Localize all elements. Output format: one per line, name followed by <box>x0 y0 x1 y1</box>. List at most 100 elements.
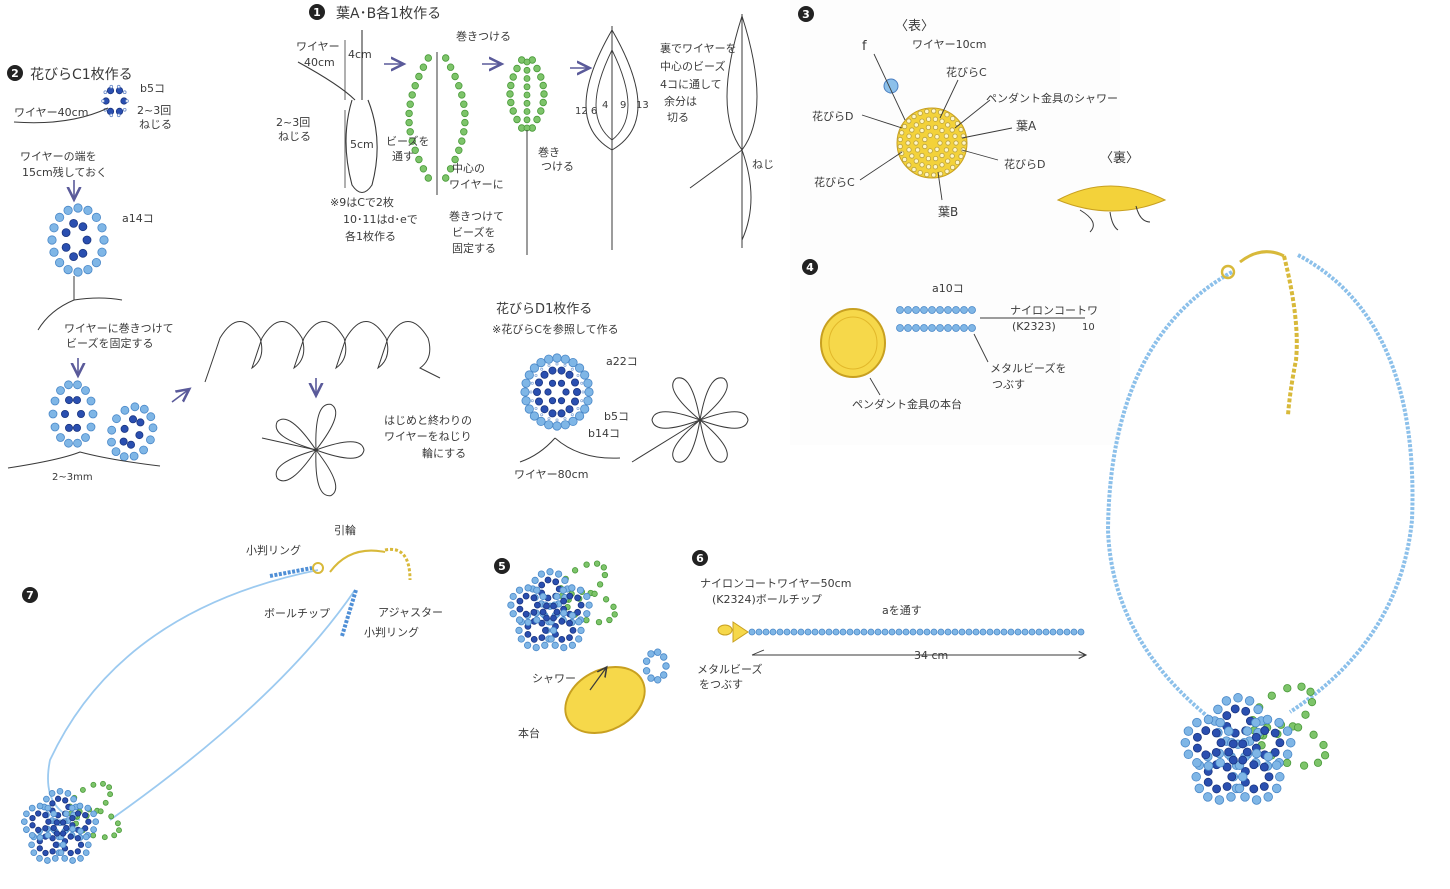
shower-hole <box>937 140 943 146</box>
shower-hole <box>925 164 932 170</box>
petal-bead <box>568 584 576 592</box>
bead <box>86 422 96 432</box>
bead <box>647 674 655 682</box>
shower-hole <box>924 108 930 115</box>
label-back-5: 切る <box>667 111 689 124</box>
label-center-1: 中心の <box>452 162 485 175</box>
lobster-clasp <box>329 549 386 573</box>
flower-pendant-big <box>1180 682 1330 805</box>
bead <box>107 425 117 435</box>
petal-center-bead <box>1211 747 1221 757</box>
bead <box>64 380 73 390</box>
petal-center-bead <box>1222 762 1232 772</box>
petal-center-bead <box>566 592 574 600</box>
bead <box>145 435 155 445</box>
leaf-bead <box>611 611 618 618</box>
petal-bead <box>20 818 28 826</box>
bead <box>912 324 920 332</box>
necklace-right-strand <box>1288 253 1415 714</box>
petal-center-bead <box>1259 782 1269 791</box>
label-b5-d: b5コ <box>604 410 629 423</box>
label-metal-1: メタルビーズを <box>990 361 1066 375</box>
bead <box>446 165 455 173</box>
petal-bead <box>1263 751 1273 762</box>
bead-hole <box>540 367 544 371</box>
shower-hole <box>906 147 912 153</box>
bead <box>916 628 924 636</box>
petal-bead <box>23 810 30 818</box>
petal-bead <box>84 841 92 849</box>
petal-d-section: 花びらD1枚作る ※花びらCを参照して作る a22コ b5コ b14コ ワイヤー… <box>492 301 749 481</box>
shower-hole <box>953 140 959 146</box>
petal-d-note: ※花びらCを参照して作る <box>492 322 619 336</box>
leaf-bead <box>111 832 118 839</box>
shower-hole <box>925 124 932 131</box>
petal-center-bead <box>552 578 560 586</box>
step-2-title: 花びらC1枚作る <box>30 67 133 83</box>
bead <box>986 628 994 636</box>
petal-center-bead <box>1211 728 1221 738</box>
petal-bead <box>36 855 43 862</box>
shower-hole <box>901 156 908 163</box>
shower-hole <box>927 132 933 138</box>
petal-bead <box>30 849 38 857</box>
bead <box>936 324 944 332</box>
bead <box>513 64 521 73</box>
bead-hole <box>547 417 551 421</box>
ring-left <box>1220 264 1236 280</box>
bead <box>50 396 60 406</box>
petal-center-bead <box>1270 728 1280 738</box>
petal-center-bead <box>558 636 566 643</box>
label-front: 〈表〉 <box>895 19 934 34</box>
petal-center-bead <box>1259 762 1269 772</box>
bead <box>73 203 83 213</box>
bead-hole <box>125 99 129 103</box>
bead <box>535 397 544 406</box>
petal-bead <box>44 857 51 864</box>
shower-hole <box>943 147 950 153</box>
shower-hole <box>949 153 955 159</box>
bead <box>888 628 896 636</box>
bead <box>928 324 936 332</box>
leaf-bead <box>596 581 604 588</box>
step-4-number: 4 <box>806 261 814 274</box>
label-back-2: 中心のビーズ <box>660 59 725 73</box>
bead <box>523 91 531 99</box>
petal-center-bead <box>35 810 42 817</box>
petal-center-bead <box>1201 726 1211 736</box>
shower-hole <box>919 152 925 159</box>
petal-center-bead <box>1249 784 1259 794</box>
bead <box>944 324 952 332</box>
bead-strand-left <box>269 566 313 578</box>
label-gap: 2~3mm <box>52 472 93 483</box>
leaf-bead <box>1319 740 1328 750</box>
leaf-bead <box>1283 684 1292 693</box>
petal-bead <box>1271 760 1282 770</box>
petal-bead <box>515 586 524 594</box>
petal-bead <box>70 795 77 803</box>
shower-hole <box>911 113 917 120</box>
label-back-3: 4コに通して <box>660 78 722 91</box>
step-2-badge <box>7 65 23 81</box>
center-bead <box>1238 755 1248 765</box>
bead <box>540 90 548 98</box>
center-bead <box>1228 739 1238 749</box>
petal-center-bead <box>74 810 82 817</box>
dim-line-34-start <box>751 649 765 656</box>
petal-bead <box>539 592 547 601</box>
label-metal-6-1: メタルビーズ <box>697 662 762 676</box>
bead <box>930 628 938 636</box>
petal-center-bead <box>67 833 74 840</box>
label-petal-c-1: 花びらC <box>946 66 987 79</box>
bead <box>881 628 889 636</box>
bead <box>405 118 413 127</box>
flower-loop-ring <box>261 403 365 497</box>
petal-bead <box>549 626 558 635</box>
leaf-bead <box>79 786 86 793</box>
bead <box>557 366 566 375</box>
bead <box>1063 628 1071 636</box>
bead <box>536 416 546 426</box>
leaf-bead <box>606 616 613 624</box>
petal-bead <box>28 831 36 839</box>
petal-center-bead <box>29 822 36 829</box>
